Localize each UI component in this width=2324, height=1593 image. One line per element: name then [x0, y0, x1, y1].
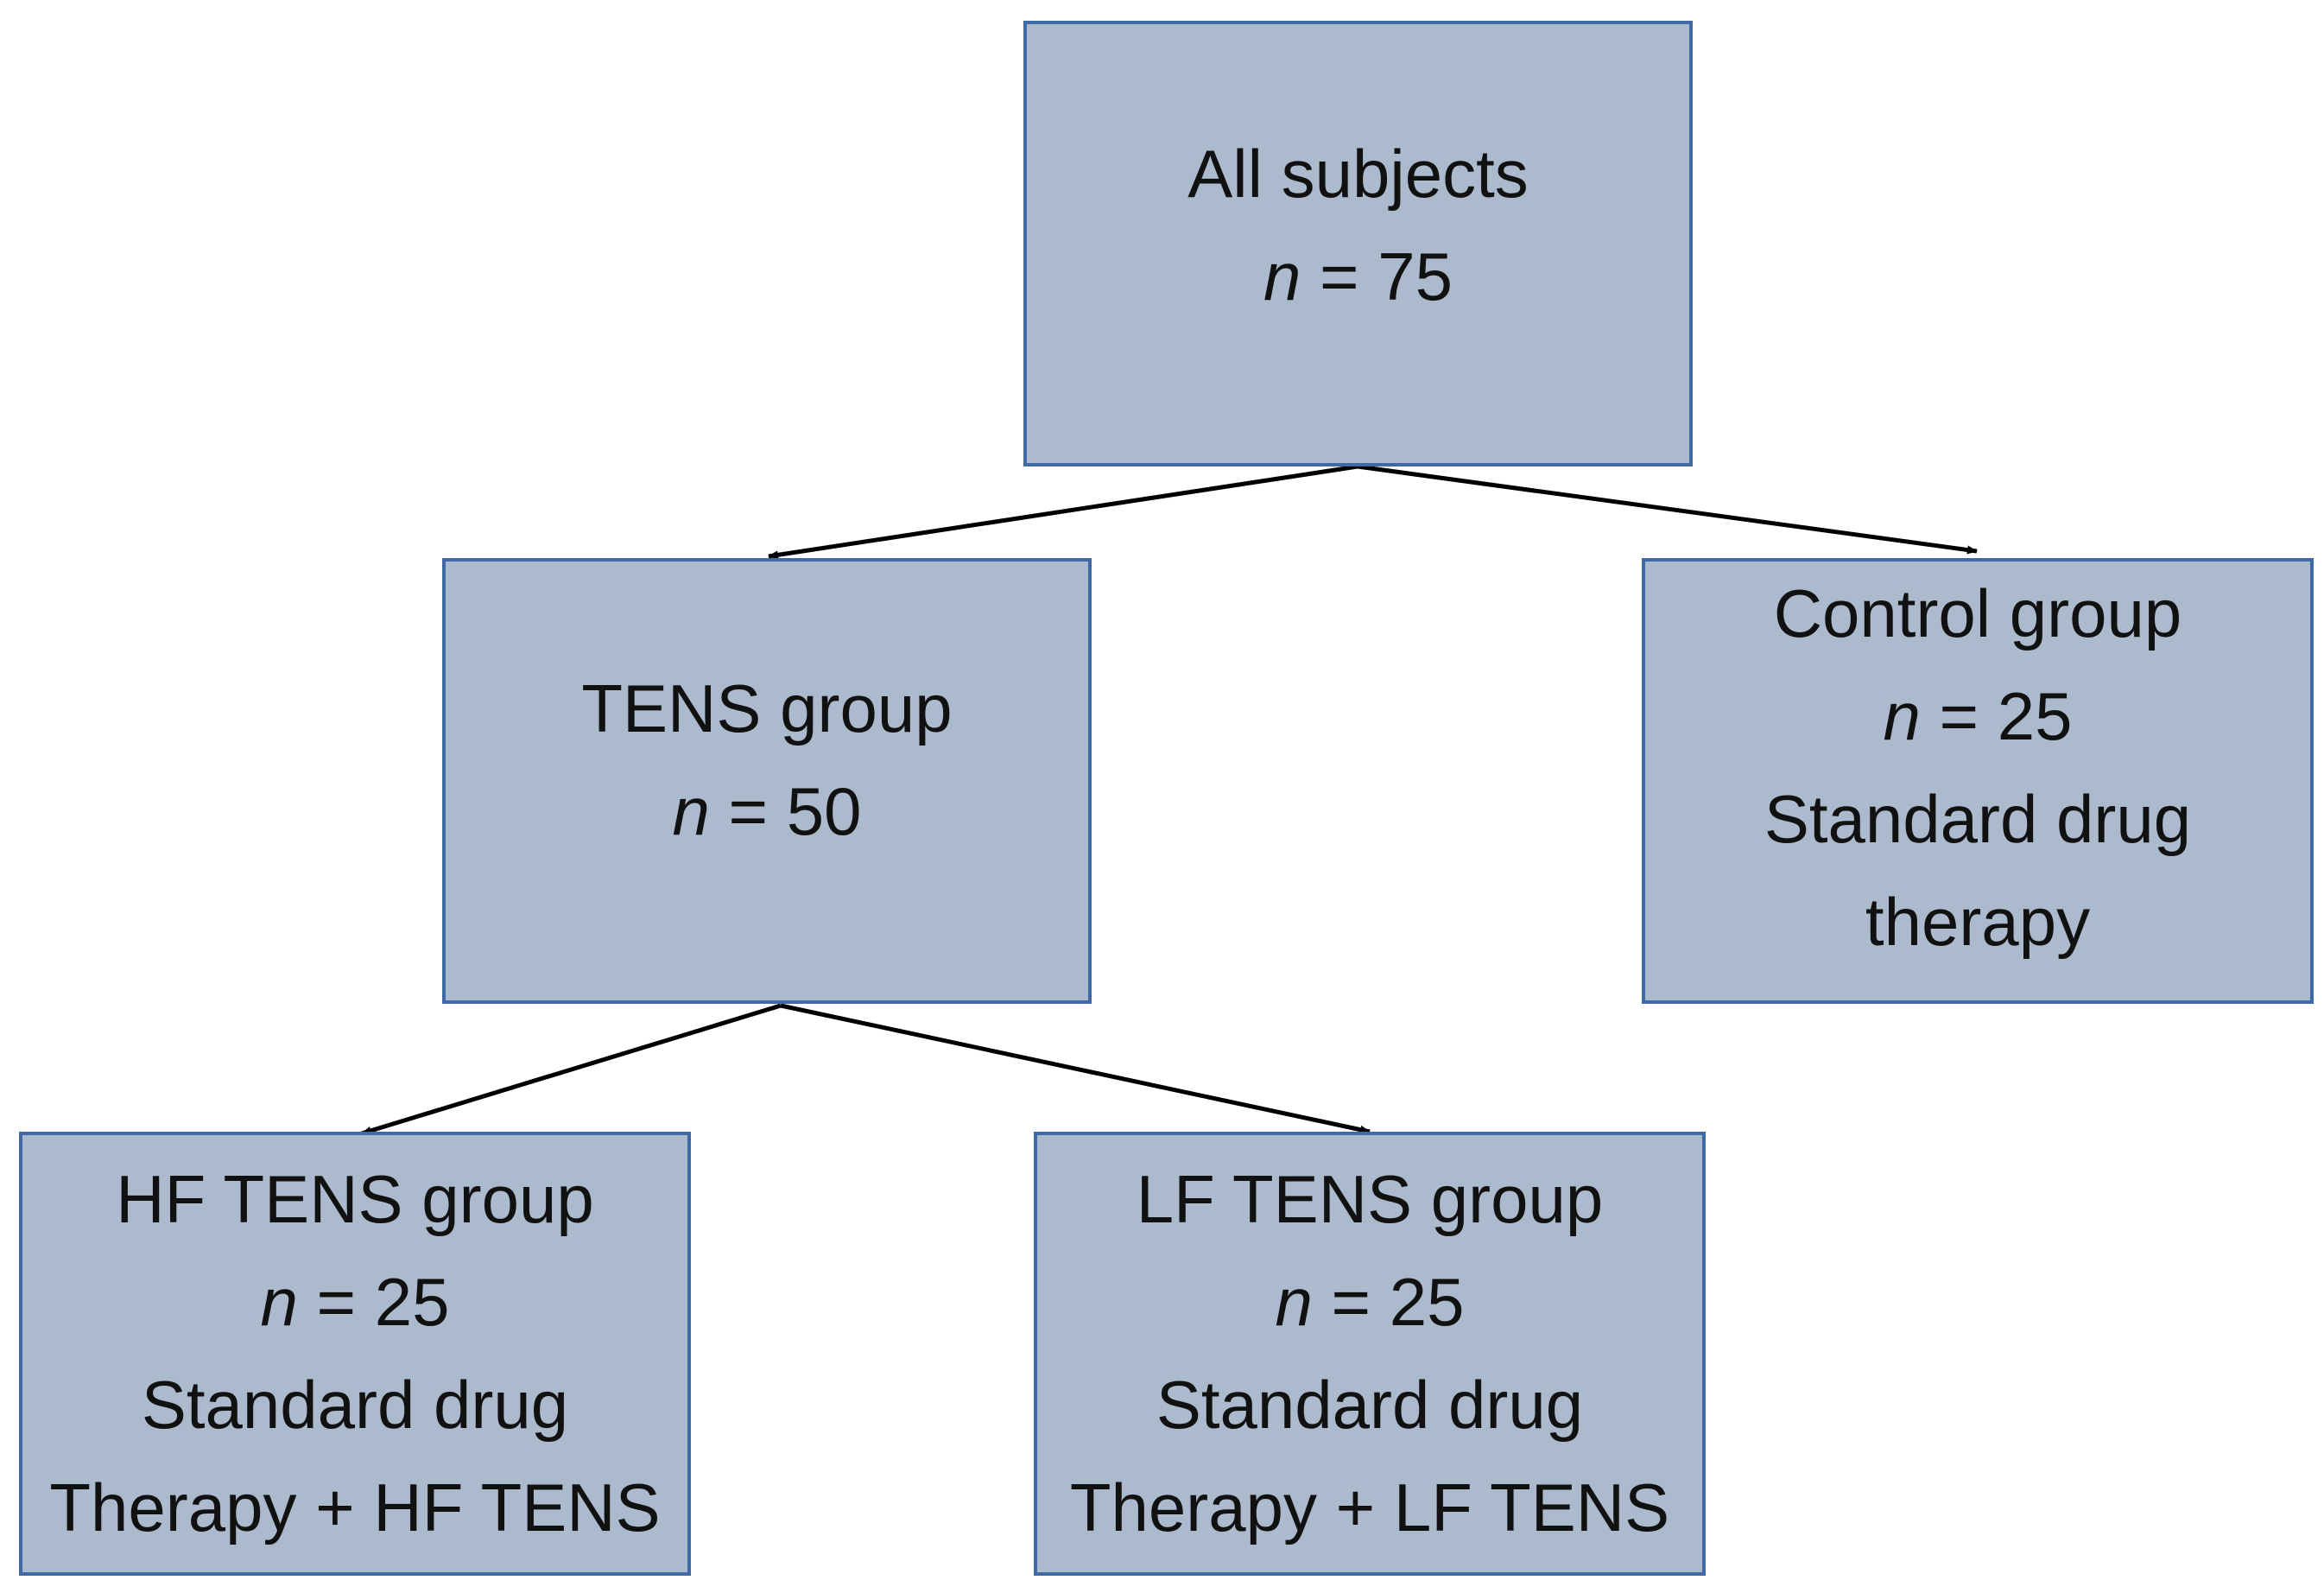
n-symbol: n: [1883, 678, 1921, 754]
n-symbol: n: [672, 773, 710, 849]
n-value: = 25: [1920, 678, 2073, 754]
arrow-tens-to-hf: [361, 1003, 782, 1136]
n-value: = 25: [297, 1264, 450, 1340]
node-title: HF TENS group: [116, 1161, 594, 1237]
node-description-2: Therapy + LF TENS: [1069, 1469, 1670, 1545]
node-lf-tens-group: LF TENS group n = 25 Standard drug Thera…: [1034, 1132, 1706, 1576]
node-count: n = 25: [260, 1251, 449, 1354]
arrow-all-to-tens: [768, 464, 1358, 560]
node-description-2: Therapy + HF TENS: [49, 1469, 661, 1545]
node-all-subjects: All subjects n = 75: [1023, 21, 1693, 466]
n-symbol: n: [1275, 1264, 1313, 1340]
n-value: = 75: [1301, 238, 1453, 314]
node-control-group: Control group n = 25 Standard drug thera…: [1642, 558, 2314, 1004]
node-count: n = 25: [1275, 1251, 1464, 1354]
node-count: n = 75: [1263, 225, 1453, 328]
node-title: TENS group: [581, 670, 953, 746]
node-title: LF TENS group: [1136, 1161, 1604, 1237]
node-description-1: Standard drug: [1156, 1367, 1584, 1443]
n-symbol: n: [260, 1264, 298, 1340]
n-symbol: n: [1263, 238, 1301, 314]
node-description-1: Standard drug: [141, 1367, 569, 1443]
node-description-2: therapy: [1865, 884, 2091, 960]
node-description-1: Standard drug: [1764, 781, 2192, 857]
node-tens-group: TENS group n = 50: [442, 558, 1092, 1004]
n-value: = 50: [709, 773, 862, 849]
arrow-all-to-control: [1357, 464, 1978, 555]
n-value: = 25: [1312, 1264, 1465, 1340]
node-title: Control group: [1773, 575, 2182, 651]
node-title: All subjects: [1187, 136, 1529, 212]
arrow-tens-to-lf: [780, 1003, 1371, 1134]
node-count: n = 50: [672, 760, 861, 863]
node-hf-tens-group: HF TENS group n = 25 Standard drug Thera…: [19, 1132, 691, 1576]
node-count: n = 25: [1883, 665, 2072, 768]
